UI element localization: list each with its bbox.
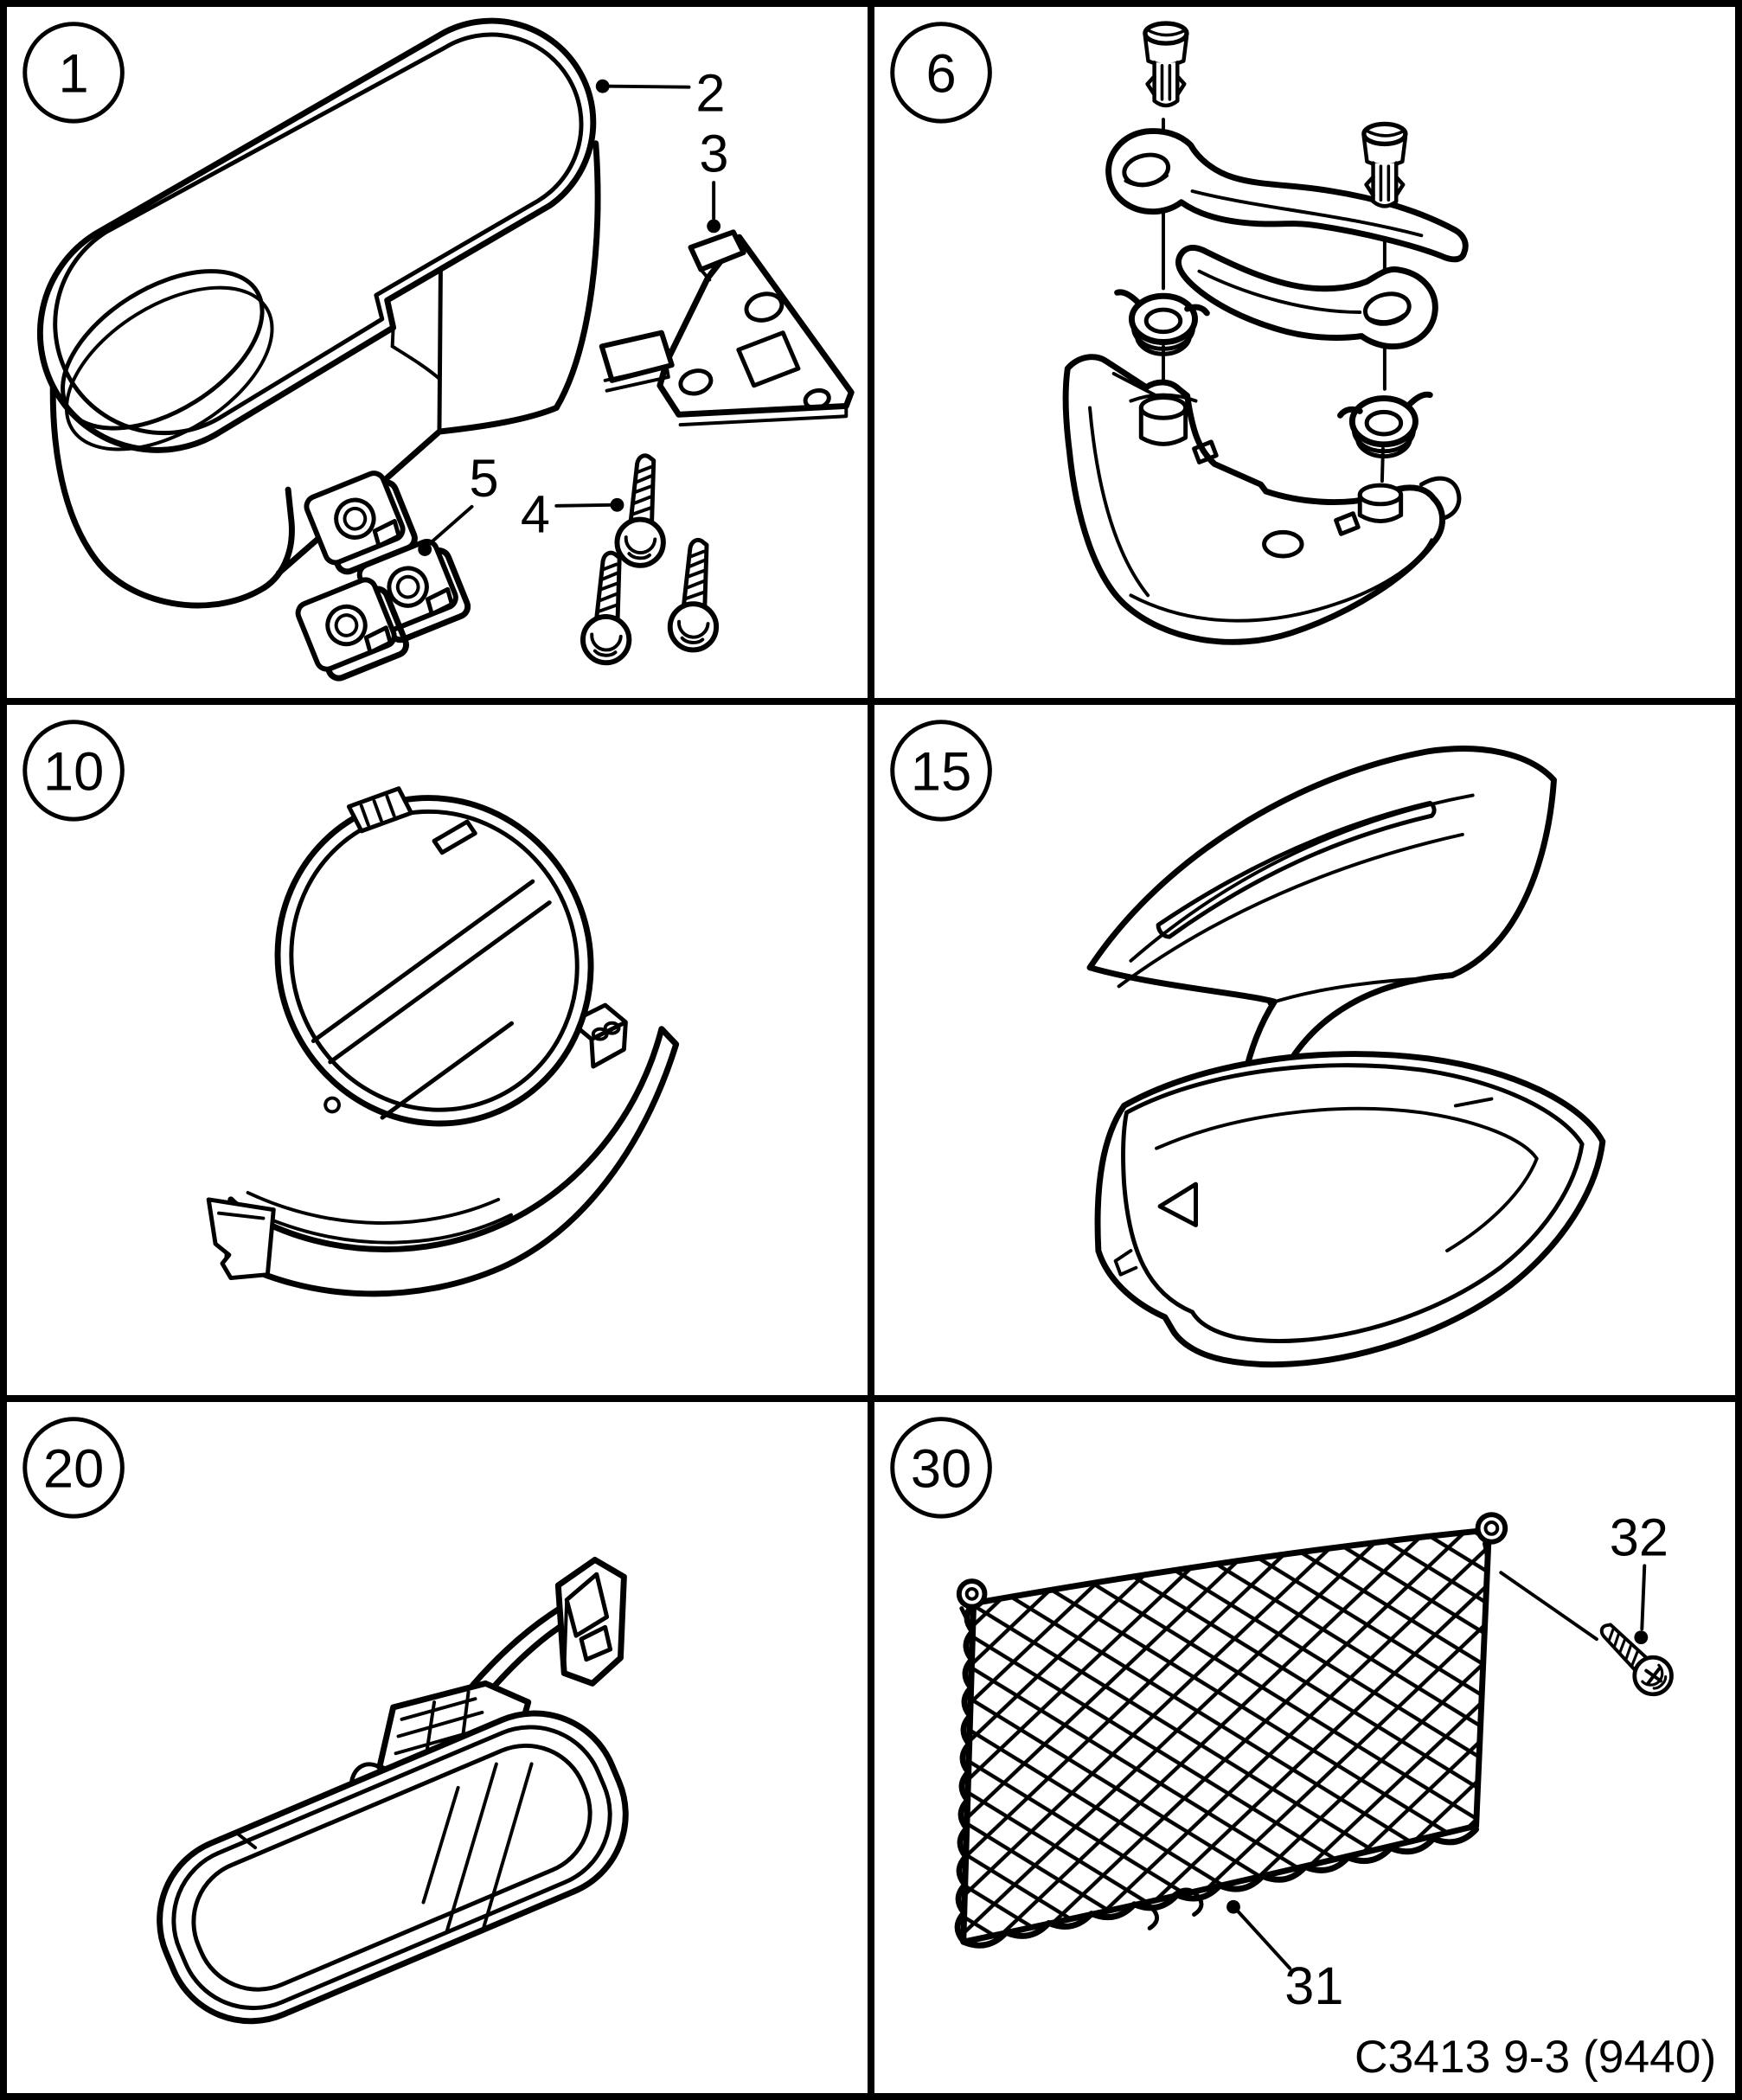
callout-2-label: 2	[695, 63, 725, 122]
lever-arms-drawing	[1105, 128, 1469, 349]
callout-3-label: 3	[699, 124, 728, 182]
callout-5-label: 5	[470, 449, 499, 508]
storage-net-drawing	[954, 1512, 1508, 1949]
callout-31: 31	[1226, 1900, 1343, 2015]
net-to-screw-leader-line	[1499, 1571, 1598, 1642]
panel-badge: 20	[22, 1417, 125, 1519]
callout-32-label: 32	[1610, 1508, 1668, 1567]
panel-20-illustration: 20	[22, 1417, 629, 2025]
callout-3: 3	[699, 124, 728, 234]
panel-20-badge-number: 20	[43, 1439, 104, 1500]
callout-2: 2	[595, 63, 725, 122]
panel-30-illustration: 32 31 30 C3413 9-3 (9440)	[890, 1417, 1716, 2083]
panel-badge: 10	[22, 719, 125, 822]
panel-badge: 1	[22, 22, 125, 124]
panel-10-cell: 10	[7, 704, 868, 1396]
panel-1-cell: 1 2 3 4 5	[7, 7, 868, 698]
panel-6-cell: 6	[874, 7, 1735, 698]
panel-1-illustration: 1 2 3 4 5	[22, 17, 855, 698]
clip-nuts-drawing	[295, 467, 471, 684]
mounting-bracket-drawing	[599, 229, 855, 427]
screws-drawing	[581, 454, 722, 664]
curved-bracket-drawing	[206, 1002, 680, 1296]
panel-6-badge-number: 6	[925, 44, 956, 105]
panel-15-cell: 15	[874, 704, 1735, 1396]
callout-32: 32	[1610, 1508, 1668, 1645]
net-screw-drawing	[1591, 1614, 1679, 1702]
panel-30-cell: 32 31 30 C3413 9-3 (9440)	[874, 1402, 1735, 2093]
panel-1-badge-number: 1	[58, 44, 88, 105]
panel-badge: 6	[890, 22, 992, 124]
callout-5: 5	[418, 449, 499, 556]
round-cover-drawing	[274, 785, 594, 1127]
panel-15-badge-number: 15	[911, 741, 971, 802]
panel-badge: 30	[890, 1417, 992, 1519]
panel-6-illustration: 6	[890, 7, 1469, 645]
panel-30-badge-number: 30	[911, 1439, 971, 1500]
panel-10-illustration: 10	[22, 719, 680, 1296]
panel-badge: 15	[890, 719, 992, 822]
mirror-body-drawing	[157, 1710, 629, 2025]
figure-caption: C3413 9-3 (9440)	[1355, 2032, 1716, 2083]
panel-10-badge-number: 10	[43, 741, 104, 802]
callout-4-label: 4	[521, 484, 550, 543]
callout-4: 4	[521, 484, 624, 543]
panel-20-cell: 20	[7, 1402, 868, 2093]
callout-31-label: 31	[1284, 1956, 1343, 2015]
upper-handle-cover-drawing	[1086, 745, 1557, 1182]
handle-base-drawing	[1062, 354, 1462, 645]
panel-15-illustration: 15	[890, 719, 1606, 1367]
lower-handle-cover-drawing	[1094, 1050, 1606, 1367]
